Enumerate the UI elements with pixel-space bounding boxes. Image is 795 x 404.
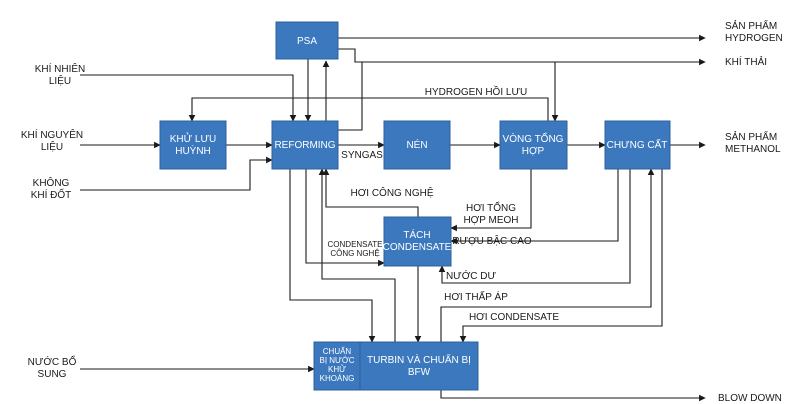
line-hydrogen-hoi-luu	[188, 97, 549, 122]
label-khi-nhien-lieu-line-2: LIỆU	[49, 74, 71, 87]
label-hoi-tong-hop-meoh-line-2: HỢP MEOH	[463, 215, 518, 226]
label-hoi-cong-nghe-line-1: HƠI CÔNG NGHỆ	[350, 186, 433, 199]
label-san-pham-hydrogen-line-2: HYDROGEN	[725, 33, 783, 44]
box-chuan-bi-nuoc-text-line-4: KHOÁNG	[320, 374, 355, 383]
flow-lines	[80, 34, 706, 402]
label-san-pham-methanol-line-1: SẢN PHẨM	[725, 130, 777, 143]
label-hydrogen-hoi-luu: HYDROGEN HỒI LƯU	[425, 85, 527, 98]
box-psa: PSA	[275, 21, 339, 60]
label-ruou-bac-cao: RƯỢU BẬC CAO	[452, 234, 532, 247]
box-nen: NÉN	[383, 120, 451, 170]
box-reforming-text: REFORMING	[274, 140, 335, 151]
label-hydrogen-hoi-luu-line-1: HYDROGEN HỒI LƯU	[425, 85, 527, 98]
line-condensate-cong-nghe	[305, 169, 385, 267]
box-tach-condensate-text-line-1: TÁCH	[403, 228, 430, 241]
box-khu-luu-huynh-text-line-2: HUỲNH	[175, 144, 211, 157]
line-hoi-tong-hop-meoh	[450, 169, 532, 232]
line-turbin-reforming	[318, 168, 396, 342]
label-syngas-line-1: SYNGAS	[341, 150, 383, 161]
label-san-pham-methanol-line-2: METHANOL	[725, 144, 781, 155]
box-vong-tong-hop-text-line-2: HỢP	[522, 146, 545, 157]
label-condensate-cong-nghe-line-1: CONDENSATE	[328, 240, 383, 249]
label-nuoc-bo-sung-line-1: NƯỚC BỔ	[28, 355, 77, 368]
label-khi-nguyen-lieu-line-1: KHÍ NGUYÊN	[21, 128, 83, 141]
line-blow-down	[440, 390, 706, 402]
box-reforming-text-line-1: REFORMING	[274, 140, 335, 151]
label-san-pham-hydrogen-line-1: SẢN PHẨM	[725, 19, 777, 32]
label-khong-khi-dot-line-2: KHÍ ĐỐT	[31, 187, 72, 201]
box-turbin-bfw-text-line-1: TURBIN VÀ CHUẨN BỊ	[367, 353, 471, 366]
line-khong-khi-dot	[80, 156, 273, 191]
label-blow-down: BLOW DOWN	[718, 393, 782, 404]
line-psa-khi-thai	[338, 48, 706, 66]
box-nen-text-line-1: NÉN	[406, 138, 427, 151]
box-chuan-bi-nuoc-text-line-3: KHỬ	[328, 365, 346, 374]
label-hoi-condensate: HƠI CONDENSATE	[469, 312, 559, 323]
box-reforming: REFORMING	[271, 120, 339, 170]
label-hoi-tong-hop-meoh-line-1: HƠI TỔNG	[466, 201, 516, 214]
label-syngas: SYNGAS	[341, 150, 383, 161]
box-turbin-bfw-text-line-2: BFW	[408, 367, 431, 378]
line-reforming-khi-thai	[338, 62, 363, 131]
line-khi-nhien-lieu	[80, 74, 297, 122]
label-khong-khi-dot-line-1: KHÔNG	[33, 176, 70, 189]
box-vong-tong-hop-text-line-1: VÒNG TỔNG	[503, 132, 564, 145]
line-ruou-bac-cao	[450, 169, 619, 245]
label-condensate-cong-nghe-line-2: CÔNG NGHỆ	[330, 249, 379, 258]
label-hoi-condensate-line-1: HƠI CONDENSATE	[469, 312, 559, 323]
box-khu-luu-huynh-text-line-1: KHỬ LƯU	[170, 132, 217, 145]
line-hoi-thap-ap	[440, 168, 655, 342]
line-hoi-condensate	[459, 169, 663, 343]
label-nuoc-du: NƯỚC DƯ	[446, 269, 497, 282]
label-khi-thai-line-1: KHÍ THẢI	[725, 55, 767, 68]
label-hoi-thap-ap-line-1: HƠI THẤP ÁP	[444, 290, 508, 303]
label-ruou-bac-cao-line-1: RƯỢU BẬC CAO	[452, 234, 532, 247]
label-blow-down-line-1: BLOW DOWN	[718, 393, 782, 404]
box-psa-text-line-1: PSA	[297, 36, 317, 47]
box-tach-condensate-text-line-2: CONDENSATE	[383, 242, 452, 253]
label-nuoc-du-line-1: NƯỚC DƯ	[446, 269, 497, 282]
label-hoi-cong-nghe: HƠI CÔNG NGHỆ	[350, 186, 433, 199]
box-chung-cat: CHƯNG CẤT	[604, 120, 671, 170]
label-khi-nhien-lieu-line-1: KHÍ NHIÊN	[35, 62, 86, 75]
label-nuoc-bo-sung-line-2: SUNG	[38, 369, 67, 380]
box-chuan-bi-nuoc-text-line-2: BỊ NƯỚC	[319, 356, 354, 365]
box-psa-text: PSA	[297, 36, 317, 47]
box-nen-text: NÉN	[406, 138, 427, 151]
label-khi-nguyen-lieu-line-2: LIỆU	[41, 140, 63, 153]
box-chung-cat-text-line-1: CHƯNG CẤT	[607, 138, 668, 151]
box-chung-cat-text: CHƯNG CẤT	[607, 138, 668, 151]
box-chuan-bi-nuoc-text-line-1: CHUẨN	[323, 347, 352, 356]
label-khi-thai: KHÍ THẢI	[725, 55, 767, 68]
label-hoi-thap-ap: HƠI THẤP ÁP	[444, 290, 508, 303]
line-nuoc-du	[438, 169, 631, 284]
line-reforming-turbin	[289, 169, 376, 343]
line-hoi-cong-nghe	[322, 168, 419, 217]
